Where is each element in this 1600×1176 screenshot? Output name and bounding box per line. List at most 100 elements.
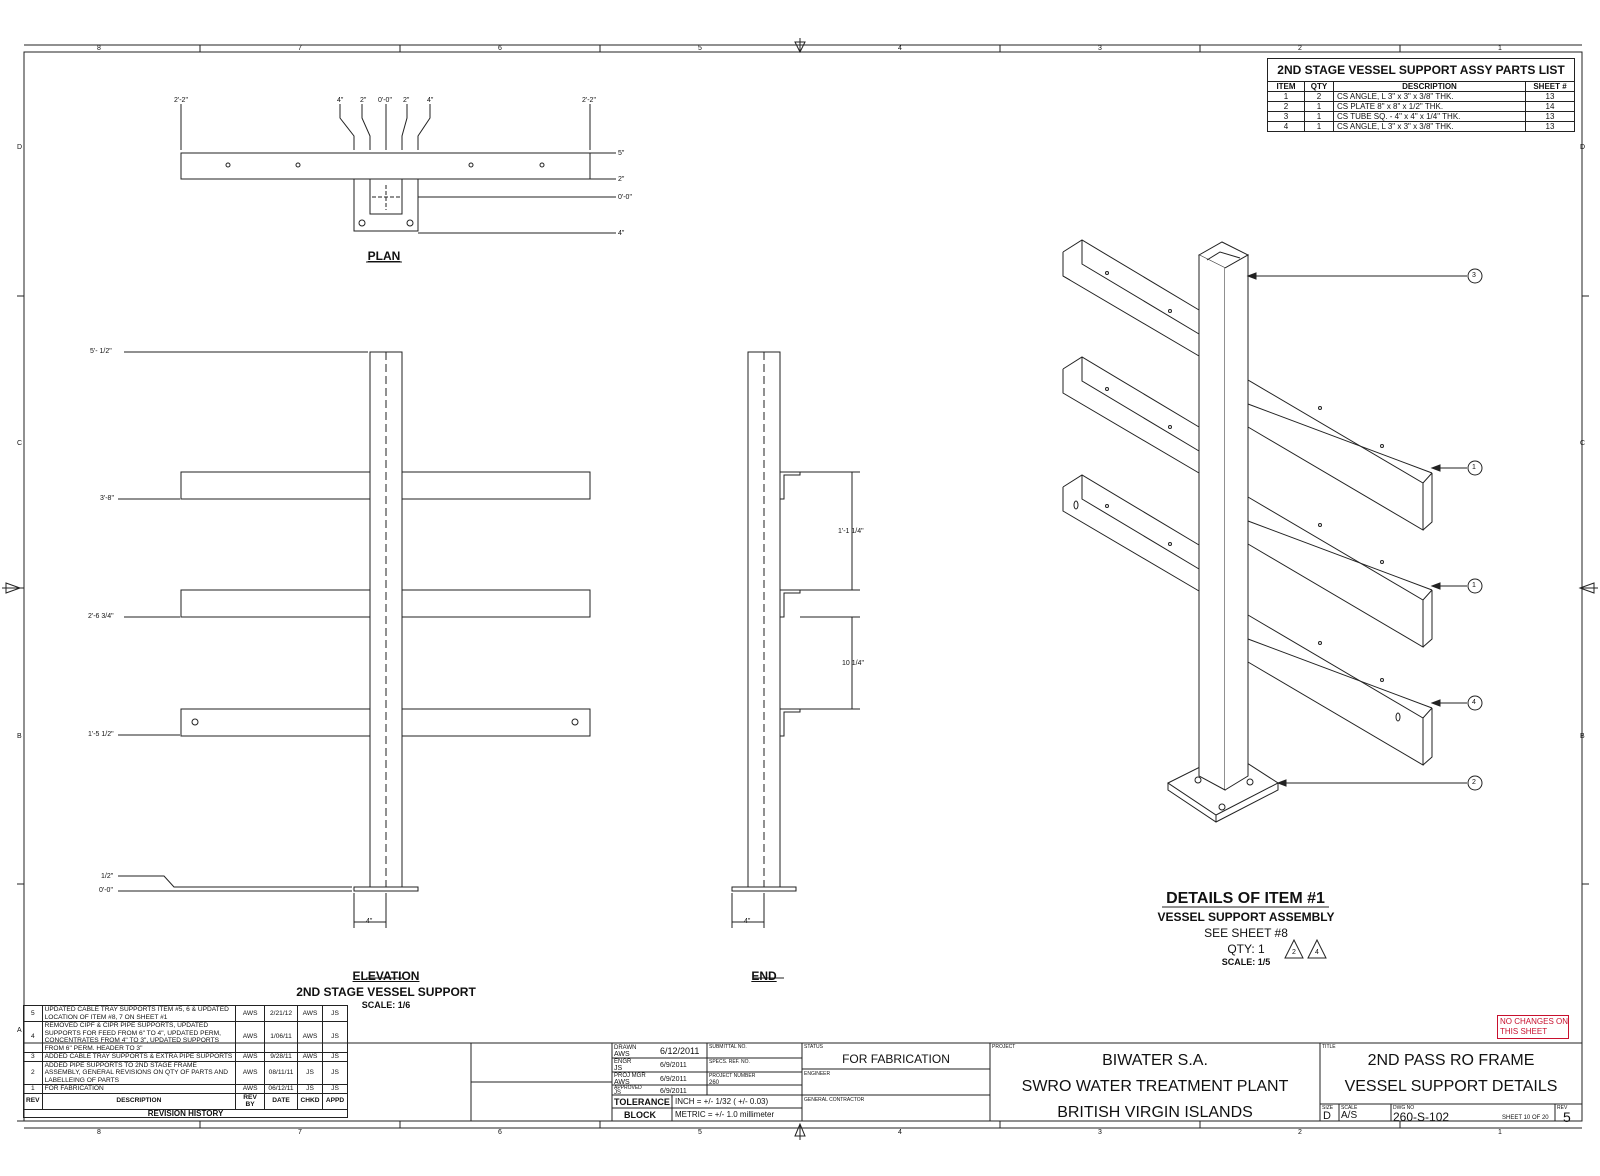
dim-label: 2" [403, 97, 410, 104]
tb-value: INCH = +/- 1/32 ( +/- 0.03) [675, 1097, 769, 1106]
rev-cell: AWS [297, 1005, 323, 1022]
rev-cell: AWS [235, 1084, 266, 1094]
tb-label: TOLERANCE [614, 1097, 670, 1107]
tb-label: STATUS [804, 1044, 823, 1050]
parts-cell: 14 [1525, 101, 1575, 112]
parts-list-table: 2ND STAGE VESSEL SUPPORT ASSY PARTS LIST… [1267, 58, 1575, 132]
tb-value: AWS [614, 1051, 630, 1058]
table-row: 2 1 CS PLATE 8" x 8" x 1/2" THK. 14 [1267, 101, 1575, 112]
rev-header-row: REV DESCRIPTION REV BY DATE CHKD APPD [23, 1092, 349, 1110]
parts-header: ITEM [1267, 81, 1305, 92]
dim-label: 1'-5 1/2" [88, 731, 114, 738]
tb-label: SPECS. REF. NO. [709, 1059, 750, 1065]
tb-label: APPROVED [614, 1085, 642, 1091]
tb-label: BLOCK [624, 1110, 656, 1120]
rev-cell: 5 [23, 1005, 43, 1022]
detail-title: DETAILS OF ITEM #1 [1166, 890, 1325, 907]
row-label: C [1580, 440, 1586, 447]
table-row: 4 REMOVED CIPF & CIPR PIPE SUPPORTS, UPD… [23, 1021, 349, 1053]
dim-label: 2'-2" [174, 97, 188, 104]
rev-cell: UPDATED CABLE TRAY SUPPORTS ITEM #5, 6 &… [41, 1005, 237, 1022]
tb-value: 6/9/2011 [660, 1088, 687, 1095]
row-label: D [17, 144, 23, 151]
tb-label: PROJECT [992, 1044, 1016, 1050]
col-label: 2 [1298, 45, 1302, 52]
rev-cell: 4 [23, 1021, 43, 1053]
tb-label: DRAWN [614, 1045, 637, 1051]
rev-cell: JS [321, 1005, 349, 1022]
tb-label: SUBMITTAL NO. [709, 1044, 747, 1050]
rev-header: APPD [321, 1092, 349, 1110]
col-label: 3 [1098, 1129, 1102, 1136]
table-row: 3 1 CS TUBE SQ. - 4" x 4" x 1/4" THK. 13 [1267, 111, 1575, 122]
col-label: 1 [1498, 1129, 1502, 1136]
tb-label: PROJ MGR [614, 1073, 646, 1079]
no-changes-stamp: NO CHANGES ON THIS SHEET [1497, 1015, 1569, 1039]
dim-label: 2" [360, 97, 367, 104]
parts-cell: CS ANGLE, L 3" x 3" x 3/8" THK. [1333, 121, 1526, 132]
col-label: 7 [298, 45, 302, 52]
dim-label: 5'- 1/2" [90, 348, 112, 355]
parts-header: QTY [1304, 81, 1334, 92]
col-label: 3 [1098, 45, 1102, 52]
dim-label: 10 1/4" [842, 660, 864, 667]
sheet-border [23, 51, 1583, 1122]
rev-cell: FOR FABRICATION [41, 1084, 237, 1094]
rev-cell: AWS [297, 1052, 323, 1062]
parts-cell: CS TUBE SQ. - 4" x 4" x 1/4" THK. [1333, 111, 1526, 122]
table-row: 5 UPDATED CABLE TRAY SUPPORTS ITEM #5, 6… [23, 1005, 349, 1022]
rev-header: DESCRIPTION [41, 1092, 237, 1110]
elevation-title: ELEVATION [352, 969, 420, 983]
tb-value: JS [614, 1090, 622, 1096]
end-view [731, 351, 860, 979]
rev-cell: JS [297, 1084, 323, 1094]
elevation-scale: SCALE: 1/6 [361, 1000, 411, 1010]
rev-cell: AWS [235, 1060, 266, 1085]
angle-low [1062, 474, 1433, 648]
center-mark-left [2, 582, 24, 594]
dim-label: 4" [744, 918, 751, 925]
revision-history-table: 5 UPDATED CABLE TRAY SUPPORTS ITEM #5, 6… [23, 1005, 349, 1118]
parts-cell: 13 [1525, 111, 1575, 122]
rev-mark: 4 [1315, 949, 1319, 956]
rev-cell: AWS [235, 1005, 266, 1022]
parts-list-title: 2ND STAGE VESSEL SUPPORT ASSY PARTS LIST [1267, 58, 1575, 82]
rev-cell: JS [321, 1021, 349, 1053]
table-row: 4 1 CS ANGLE, L 3" x 3" x 3/8" THK. 13 [1267, 121, 1575, 132]
rev-cell: ADDED CABLE TRAY SUPPORTS & EXTRA PIPE S… [41, 1052, 237, 1062]
table-row: 2 ADDED PIPE SUPPORTS TO 2ND STAGE FRAME… [23, 1060, 349, 1085]
rev-cell: 1 [23, 1084, 43, 1094]
balloon-label: 2 [1472, 779, 1476, 786]
col-label: 2 [1298, 1129, 1302, 1136]
table-row: 3 ADDED CABLE TRAY SUPPORTS & EXTRA PIPE… [23, 1052, 349, 1062]
rev-cell: 2 [23, 1060, 43, 1085]
tb-label: ENGINEER [804, 1071, 831, 1077]
col-label: 4 [898, 45, 902, 52]
angle-bottom [1247, 614, 1433, 766]
parts-cell: CS PLATE 8" x 8" x 1/2" THK. [1333, 101, 1526, 112]
dim-label: 0'-0" [99, 887, 113, 894]
col-label: 8 [97, 45, 101, 52]
tb-value: AWS [614, 1079, 630, 1086]
rev-cell: REMOVED CIPF & CIPR PIPE SUPPORTS, UPDAT… [41, 1021, 237, 1053]
balloon-label: 4 [1472, 699, 1476, 706]
tb-value: A/S [1341, 1110, 1358, 1121]
dim-label: 0'-0" [378, 97, 392, 104]
end-title: END [751, 969, 777, 983]
detail-subtitle: VESSEL SUPPORT ASSEMBLY [1157, 910, 1335, 924]
tb-label: PROJECT NUMBER [709, 1073, 756, 1079]
parts-cell: CS ANGLE, L 3" x 3" x 3/8" THK. [1333, 91, 1526, 102]
tb-label: SCALE [1341, 1105, 1358, 1111]
rev-cell: AWS [297, 1021, 323, 1053]
center-mark-top [794, 38, 806, 54]
tb-label: ENGR [614, 1059, 632, 1065]
rev-cell: 3 [23, 1052, 43, 1062]
tb-label: GENERAL CONTRACTOR [804, 1097, 865, 1103]
table-row: 1 FOR FABRICATION AWS 06/12/11 JS JS [23, 1084, 349, 1094]
dim-label: 2'-2" [582, 97, 596, 104]
sheet-info: SHEET 10 OF 20 [1502, 1115, 1549, 1121]
rev-cell: JS [321, 1060, 349, 1085]
balloon-label: 3 [1472, 272, 1476, 279]
tb-label: SIZE [1322, 1105, 1334, 1111]
parts-cell: 1 [1304, 111, 1334, 122]
